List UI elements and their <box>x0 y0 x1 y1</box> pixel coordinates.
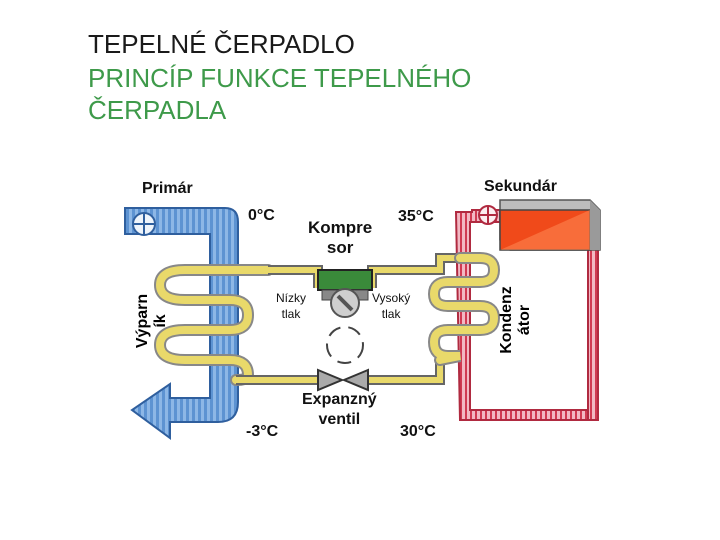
heater-unit <box>499 199 601 251</box>
compressor-label: Kompre sor <box>308 218 372 258</box>
high-pressure-line2: tlak <box>381 307 401 321</box>
primary-label: Primár <box>142 180 193 197</box>
high-pressure-label: Vysoký tlak <box>372 290 410 322</box>
compressor-label-line2: sor <box>326 238 354 257</box>
temp-evap-in: 0°C <box>248 207 275 224</box>
evaporator-label-line2: ík <box>152 314 169 328</box>
evaporator-loop <box>124 207 239 440</box>
secondary-label: Sekundár <box>484 178 557 195</box>
expansion-valve <box>317 368 369 392</box>
condenser-label-line2: átor <box>516 304 533 336</box>
expansion-label-line2: ventil <box>318 411 361 428</box>
temp-cond-out: 35°C <box>398 208 434 225</box>
expansion-label-line1: Expanzný <box>302 391 377 408</box>
condenser-label-line1: Kondenz <box>498 286 515 354</box>
low-pressure-line2: tlak <box>281 307 301 321</box>
expansion-valve-label: Expanzný ventil <box>302 390 377 430</box>
compressor <box>317 269 373 364</box>
evaporator-label-line1: Výparn <box>134 293 151 349</box>
low-pressure-line1: Nízky <box>276 291 306 305</box>
title-line-2: PRINCÍP FUNKCE TEPELNÉHO <box>88 63 472 93</box>
compressor-label-line1: Kompre <box>308 218 373 237</box>
condenser-label: Kondenz átor <box>498 270 534 370</box>
temp-cond-in: 30°C <box>400 423 436 440</box>
low-pressure-label: Nízky tlak <box>276 290 306 322</box>
title-line-1: TEPELNÉ ČERPADLO <box>88 29 355 59</box>
evaporator-label: Výparn ík <box>134 276 170 366</box>
title-line-3: ČERPADLA <box>88 95 227 125</box>
temp-evap-out: -3°C <box>246 423 279 440</box>
high-pressure-line1: Vysoký <box>372 291 411 305</box>
